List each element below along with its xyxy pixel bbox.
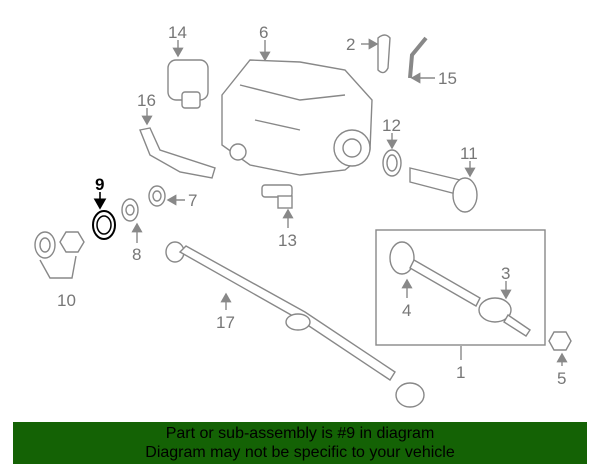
actuator-part[interactable] (167, 59, 209, 109)
axle-assembly-box (375, 229, 546, 346)
banner-line-1: Part or sub-assembly is #9 in diagram (165, 425, 435, 442)
seal-part[interactable] (382, 149, 402, 177)
callout-16[interactable]: 16 (137, 91, 156, 110)
callout-9-selected[interactable]: 9 (95, 175, 104, 194)
bracket-part[interactable] (377, 34, 391, 74)
seal-nut-10-part[interactable] (34, 231, 85, 259)
callout-7[interactable]: 7 (188, 191, 197, 210)
callout-3[interactable]: 3 (501, 264, 510, 283)
axle-shaft-part[interactable] (389, 241, 531, 337)
drive-shaft-part[interactable] (165, 241, 425, 408)
callout-12[interactable]: 12 (382, 116, 401, 135)
callout-10[interactable]: 10 (57, 291, 76, 310)
seal-7-part[interactable] (148, 185, 166, 207)
callout-8[interactable]: 8 (132, 245, 141, 264)
differential-housing[interactable] (221, 59, 373, 176)
callout-4[interactable]: 4 (402, 301, 411, 320)
sensor-part[interactable] (261, 184, 293, 209)
seal-9-part[interactable] (92, 210, 116, 240)
output-flange-part[interactable] (409, 167, 478, 213)
callout-13[interactable]: 13 (278, 231, 297, 250)
callout-5[interactable]: 5 (557, 369, 566, 388)
banner-line-2: Diagram may not be specific to your vehi… (145, 444, 455, 461)
vent-hose-part[interactable] (408, 36, 428, 79)
info-banner: Part or sub-assembly is #9 in diagram Di… (13, 422, 587, 464)
callout-15[interactable]: 15 (438, 69, 457, 88)
callout-17[interactable]: 17 (216, 313, 235, 332)
callout-11[interactable]: 11 (460, 144, 478, 163)
seal-8-part[interactable] (121, 198, 139, 222)
callout-2[interactable]: 2 (346, 35, 355, 54)
callout-1[interactable]: 1 (456, 363, 465, 382)
heat-shield-part[interactable] (139, 127, 216, 179)
nut-5-part[interactable] (548, 331, 572, 351)
callout-6[interactable]: 6 (259, 23, 268, 42)
callout-14[interactable]: 14 (168, 23, 187, 42)
